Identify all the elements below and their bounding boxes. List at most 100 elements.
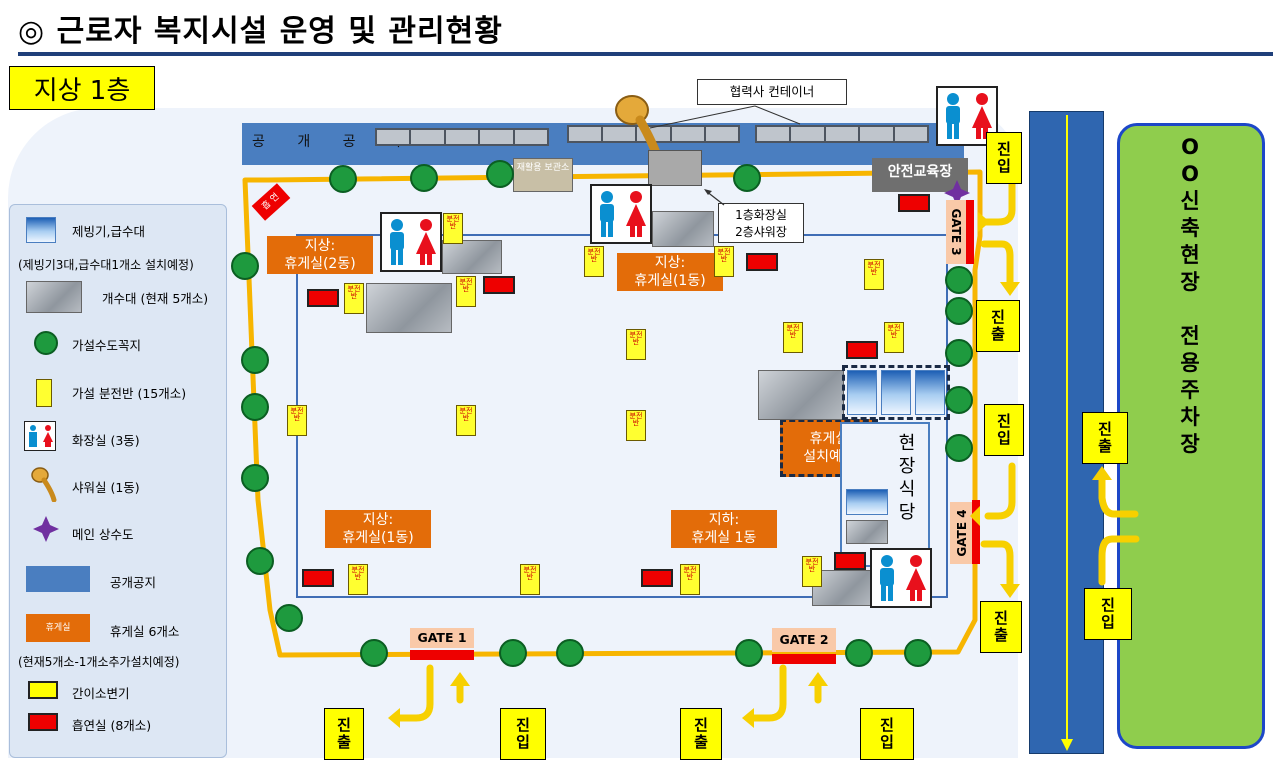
- gate-1: [410, 650, 474, 660]
- gate-3-box: [946, 200, 966, 264]
- flow-char: 진: [997, 412, 1011, 430]
- rest-area-1-line1: 지상:: [304, 238, 336, 254]
- gate-2-label: GATE 2: [772, 628, 836, 652]
- faucet-icon: [945, 339, 973, 367]
- smoking-booth: [302, 569, 334, 587]
- rest-area-4-line2: 휴게실 1동: [691, 530, 757, 546]
- gate-1-label: GATE 1: [410, 628, 474, 648]
- legend-panel-label: 가설 분전반 (15개소): [72, 386, 187, 401]
- container-callout: 협력사 컨테이너: [697, 79, 847, 105]
- faucet-icon: [329, 165, 357, 193]
- faucet-icon: [945, 266, 973, 294]
- flow-char: 진: [1098, 420, 1112, 438]
- legend-public-space-swatch: [26, 566, 90, 592]
- smoking-booth: [483, 276, 515, 294]
- smoking-booth: [834, 552, 866, 570]
- rest-area-1-line2: 휴게실(2동): [284, 256, 356, 272]
- distribution-panel: 분전반: [714, 246, 734, 277]
- flow-char: 출: [694, 733, 708, 751]
- callout-line2: 2층샤워장: [735, 225, 787, 239]
- faucet-icon: [945, 386, 973, 414]
- flow-char: 입: [516, 733, 530, 751]
- legend-smoking-label: 흡연실 (8개소): [72, 718, 152, 733]
- callout-line1: 1층화장실: [735, 208, 787, 222]
- legend-shower-label: 샤워실 (1동): [72, 480, 140, 495]
- faucet-icon: [231, 252, 259, 280]
- flow-char: 입: [997, 157, 1011, 175]
- ice-machine-cafeteria-1: [846, 489, 888, 515]
- legend-faucet-icon: [34, 331, 58, 355]
- faucet-icon: [241, 346, 269, 374]
- smoking-booth: [641, 569, 673, 587]
- legend-rest-label: 휴게실 6개소: [110, 624, 180, 639]
- rest-area-1: 지상: 휴게실(2동): [267, 236, 373, 274]
- legend-smoking-swatch: [28, 713, 58, 731]
- distribution-panel: 분전반: [802, 556, 822, 587]
- faucet-icon: [735, 639, 763, 667]
- legend-water-main-icon: [33, 516, 59, 542]
- faucet-icon: [246, 547, 274, 575]
- distribution-panel: 분전반: [680, 564, 700, 595]
- flow-char: 입: [880, 733, 894, 751]
- distribution-panel: 분전반: [626, 329, 646, 360]
- distribution-panel: 분전반: [443, 213, 463, 244]
- legend-faucet-label: 가설수도꼭지: [72, 338, 142, 353]
- rest-area-3: 지상: 휴게실(1동): [325, 510, 431, 548]
- planned-rest-line1: 휴게실: [809, 431, 849, 447]
- sink: [758, 370, 844, 420]
- gate-2: [772, 654, 836, 664]
- rest-area-2-line1: 지상:: [654, 255, 686, 271]
- distribution-panel: 분전반: [626, 410, 646, 441]
- faucet-icon: [241, 393, 269, 421]
- cafeteria-char: 식: [898, 479, 916, 500]
- rest-area-2: 지상: 휴게실(1동): [617, 253, 723, 291]
- safety-room: 안전교육장: [872, 158, 968, 192]
- toilet-icon: [590, 184, 652, 244]
- floor-badge: 지상 1층: [9, 66, 155, 110]
- flow-char: 진: [991, 308, 1005, 326]
- faucet-icon: [275, 604, 303, 632]
- legend-rest-swatch: 휴게실: [26, 614, 90, 642]
- gate-3: [966, 200, 974, 264]
- water-main-icon: [944, 180, 970, 206]
- distribution-panel: 분전반: [287, 405, 307, 436]
- flow-char: 진: [997, 140, 1011, 158]
- legend-urinal-label: 간이소변기: [72, 686, 130, 701]
- faucet-icon: [410, 164, 438, 192]
- parking-char: 주: [1180, 378, 1200, 402]
- legend-ice-note: (제빙기3대,급수대1개소 설치예정): [18, 258, 194, 272]
- cafeteria-label: 현 장 식 당: [892, 432, 922, 524]
- faucet-icon: [241, 464, 269, 492]
- flow-char: 진: [516, 716, 530, 734]
- legend-ice-swatch: [26, 217, 56, 243]
- title-divider: [18, 52, 1273, 56]
- cafeteria-char: 당: [898, 502, 916, 523]
- faucet-icon: [733, 164, 761, 192]
- distribution-panel: 분전반: [348, 564, 368, 595]
- smoking-booth: [898, 194, 930, 212]
- flow-char: 출: [337, 733, 351, 751]
- legend-toilet-icon: [24, 421, 56, 451]
- faucet-icon: [945, 434, 973, 462]
- parking-char: 전: [1180, 324, 1200, 348]
- parking-char: 차: [1180, 405, 1200, 429]
- legend-public-space-label: 공개공지: [110, 575, 157, 590]
- distribution-panel: 분전반: [456, 276, 476, 307]
- parking-char: 용: [1180, 351, 1200, 375]
- sink: [652, 211, 714, 247]
- rest-area-2-line2: 휴게실(1동): [634, 273, 706, 289]
- flow-char: 진: [994, 609, 1008, 627]
- legend-ice-label: 제빙기,급수대: [72, 224, 145, 239]
- parking-char: 장: [1180, 270, 1200, 294]
- distribution-panel: 분전반: [344, 283, 364, 314]
- distribution-panel: 분전반: [864, 259, 884, 290]
- distribution-panel: 분전반: [584, 246, 604, 277]
- flow-char: 입: [1101, 613, 1115, 631]
- legend-urinal-swatch: [28, 681, 58, 699]
